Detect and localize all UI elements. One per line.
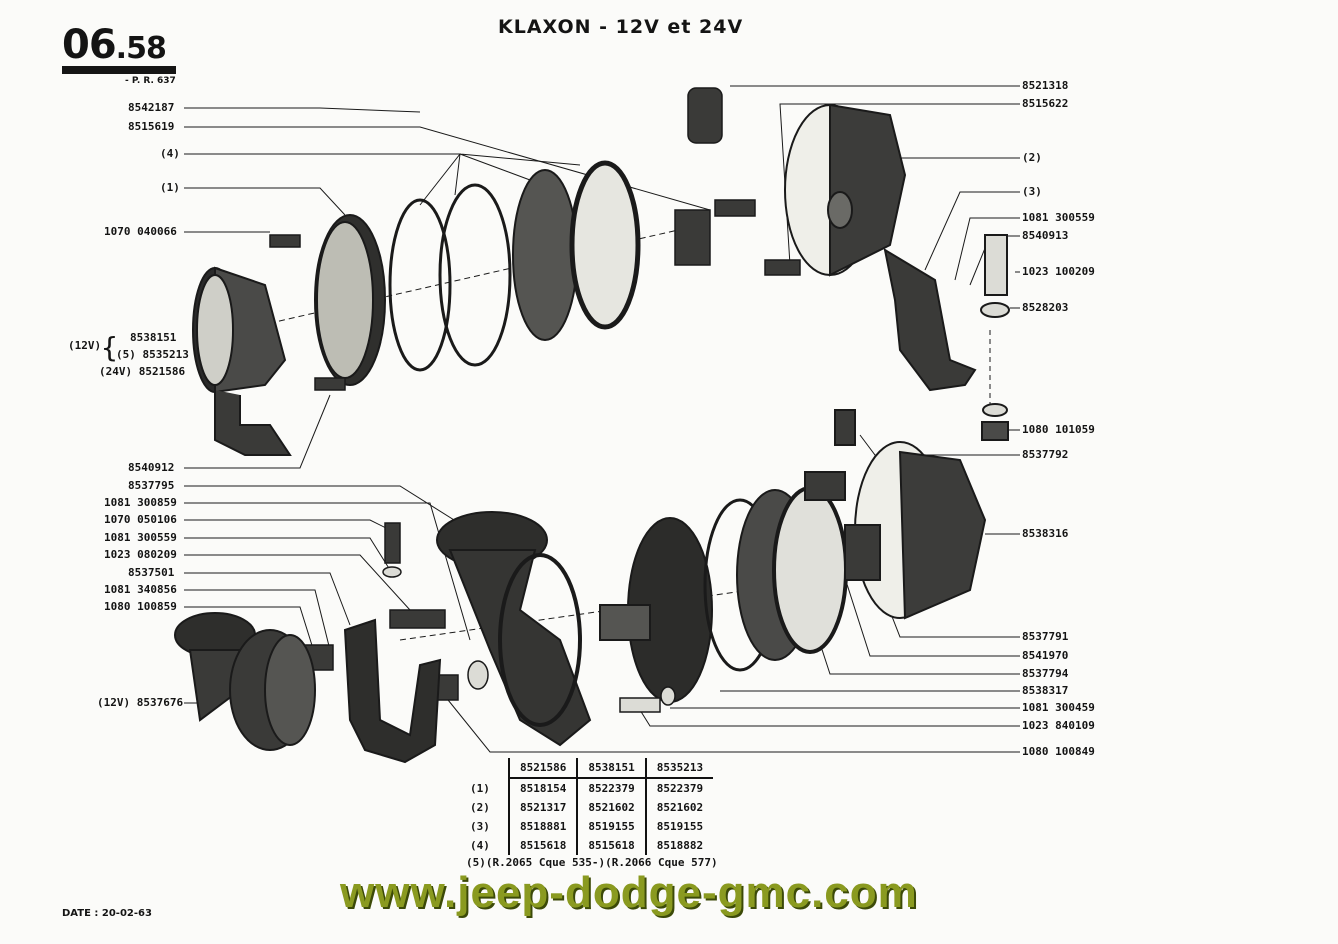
table-note: (5)(R.2065 Cque 535-)(R.2066 Cque 577) — [466, 856, 718, 869]
label-8541970: 8541970 — [1022, 649, 1069, 662]
label-8537795: 8537795 — [128, 479, 175, 492]
label-ref-2: (2) — [1022, 151, 1042, 164]
trumpet-horn-bottom — [436, 511, 592, 747]
label-1080-100849: 1080 100849 — [1022, 745, 1095, 758]
label-8540912: 8540912 — [128, 461, 175, 474]
page-reference: - P. R. 637 — [125, 76, 176, 86]
page-date: DATE : 20-02-63 — [62, 908, 152, 919]
table-row-label: (4) — [470, 839, 490, 852]
table-row: (4) 8515618 8515618 8518882 — [466, 836, 714, 855]
table-row-label: (3) — [470, 820, 490, 833]
label-8537791: 8537791 — [1022, 630, 1069, 643]
table-header-row: 8521586 8538151 8535213 — [466, 758, 714, 779]
label-1081-340856: 1081 340856 — [104, 583, 177, 596]
label-1081-300859: 1081 300859 — [104, 496, 177, 509]
page-subnumber: .58 — [115, 31, 167, 66]
label-1080-101059: 1080 101059 — [1022, 423, 1095, 436]
label-8515622: 8515622 — [1022, 97, 1069, 110]
label-8537792: 8537792 — [1022, 448, 1069, 461]
label-12v-8537676: (12V) 8537676 — [97, 696, 184, 709]
label-8537501: 8537501 — [128, 566, 175, 579]
label-8538316: 8538316 — [1022, 527, 1069, 540]
table-cell: 8519155 — [576, 817, 646, 836]
label-1080-100859: 1080 100859 — [104, 600, 177, 613]
table-cell: 8515618 — [576, 836, 646, 855]
table-header: 8538151 — [576, 758, 646, 779]
table-header: 8521586 — [507, 758, 578, 779]
label-8528203: 8528203 — [1022, 301, 1069, 314]
label-1070-040066: 1070 040066 — [104, 225, 177, 238]
website-watermark: www.jeep-dodge-gmc.com — [340, 868, 918, 917]
label-ref-3: (3) — [1022, 185, 1042, 198]
label-1070-050106: 1070 050106 — [104, 513, 177, 526]
label-ref-4: (4) — [160, 147, 180, 160]
label-8542187: 8542187 — [128, 101, 175, 114]
table-corner — [466, 758, 509, 778]
page-title: KLAXON - 12V et 24V — [498, 16, 744, 38]
label-1081-300559: 1081 300559 — [104, 531, 177, 544]
table-header: 8535213 — [644, 758, 714, 779]
label-1023-100209: 1023 100209 — [1022, 265, 1095, 278]
page-number-underline — [62, 66, 176, 74]
table-cell: 8521602 — [644, 798, 714, 817]
table-cell: 8519155 — [644, 817, 714, 836]
label-ref-1: (1) — [160, 181, 180, 194]
table-cell: 8518154 — [507, 778, 578, 798]
housing-bottom-rear — [804, 409, 987, 620]
table-cell: 8518881 — [507, 817, 578, 836]
table-row-label: (1) — [470, 781, 490, 795]
table-row: (3) 8518881 8519155 8519155 — [466, 817, 714, 836]
label-12v: (12V) — [68, 339, 102, 352]
housing-top-rear — [784, 103, 907, 277]
cover-plate — [314, 214, 386, 386]
table-row: (1) 8518154 8522379 8522379 — [466, 778, 714, 798]
label-8515619: 8515619 — [128, 120, 175, 133]
diaphragm-plate-bottom — [599, 486, 848, 703]
table-cell: 8522379 — [644, 778, 714, 798]
label-8538317: 8538317 — [1022, 684, 1069, 697]
contact-assembly-top — [269, 87, 801, 391]
diaphragm-top — [512, 160, 641, 341]
label-1081-300559-right: 1081 300559 — [1022, 211, 1095, 224]
table-cell: 8522379 — [576, 778, 646, 798]
table-cell: 8515618 — [507, 836, 578, 855]
table-cell: 8521602 — [576, 798, 646, 817]
table-cell: 8521317 — [507, 798, 578, 817]
label-8538151: 8538151 — [130, 331, 177, 344]
label-ref-5-8535213: (5) 8535213 — [116, 348, 189, 361]
brace-icon: { — [101, 331, 118, 364]
label-1023-840109: 1023 840109 — [1022, 719, 1095, 732]
label-24v-8521586: (24V) 8521586 — [99, 365, 186, 378]
bracket-top-right — [883, 234, 1010, 441]
table-cell: 8518882 — [644, 836, 714, 855]
horn-body-top — [192, 266, 292, 456]
label-8521318: 8521318 — [1022, 79, 1069, 92]
horn-12v-small — [174, 612, 316, 751]
label-1023-080209: 1023 080209 — [104, 548, 177, 561]
bracket-bottom — [343, 618, 442, 764]
gaskets — [388, 183, 512, 372]
label-8540913: 8540913 — [1022, 229, 1069, 242]
page-number: 06.58 — [62, 22, 167, 68]
table-row: (2) 8521317 8521602 8521602 — [466, 798, 714, 817]
table-row-label: (2) — [470, 801, 490, 814]
label-8537794: 8537794 — [1022, 667, 1069, 680]
label-1081-300459: 1081 300459 — [1022, 701, 1095, 714]
variant-table: 8521586 8538151 8535213 (1) 8518154 8522… — [466, 758, 714, 855]
